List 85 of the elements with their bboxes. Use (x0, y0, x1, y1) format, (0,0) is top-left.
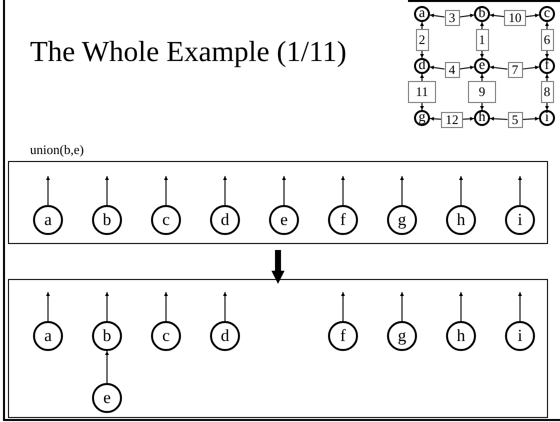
arrow (420, 74, 424, 82)
arrow (459, 292, 463, 322)
arrow (489, 116, 508, 121)
arrow (480, 74, 484, 82)
arrow (518, 292, 522, 322)
arrow (459, 14, 475, 18)
arrow (518, 176, 522, 206)
operation-label: union(b,e) (30, 142, 84, 158)
arrow (522, 116, 540, 121)
weight-box: 12 (441, 112, 463, 128)
arrow (400, 176, 404, 206)
weight-box: 1 (476, 29, 488, 51)
arrow (105, 292, 109, 322)
arrow (164, 292, 168, 322)
arrow (105, 350, 109, 384)
node-circle: f (328, 321, 358, 351)
array-panel (8, 279, 548, 418)
weight-box: 8 (540, 81, 554, 103)
node-circle: b (474, 6, 490, 22)
node-circle: a (33, 205, 63, 235)
arrow (522, 66, 540, 70)
weight-box: 11 (408, 81, 436, 103)
arrow (46, 292, 50, 322)
arrow (545, 74, 549, 82)
arrow (526, 14, 540, 18)
node-circle: d (414, 58, 430, 74)
node-circle: a (33, 321, 63, 351)
arrow (400, 292, 404, 322)
arrow (429, 14, 445, 18)
node-circle: a (414, 6, 430, 22)
arrow (480, 50, 484, 58)
node-circle: d (210, 321, 240, 351)
weight-box: 9 (468, 81, 496, 103)
arrow (341, 176, 345, 206)
weight-box: 2 (416, 29, 428, 51)
node-circle: i (505, 205, 535, 235)
arrow (459, 176, 463, 206)
arrow (489, 65, 508, 70)
weight-box: 10 (504, 10, 526, 26)
node-circle: g (414, 110, 430, 126)
arrow (462, 116, 475, 121)
slide-title: The Whole Example (1/11) (30, 36, 346, 69)
arrow (429, 116, 442, 121)
weight-box: 5 (508, 112, 522, 128)
arrow (459, 66, 475, 70)
weight-box: 7 (508, 62, 522, 78)
node-circle: h (474, 110, 490, 126)
node-circle: g (387, 205, 417, 235)
arrow (420, 22, 424, 30)
arrow (545, 22, 549, 30)
arrow (545, 102, 549, 110)
node-circle: h (446, 321, 476, 351)
arrow (282, 176, 286, 206)
node-circle: c (151, 321, 181, 351)
arrow (489, 13, 504, 18)
weight-box: 3 (444, 10, 460, 26)
node-circle: e (92, 383, 122, 413)
arrow (223, 176, 227, 206)
node-circle: e (269, 205, 299, 235)
node-circle: b (92, 205, 122, 235)
node-circle: i (505, 321, 535, 351)
block-arrow (271, 250, 285, 284)
arrow (480, 102, 484, 110)
arrow (164, 176, 168, 206)
arrow (46, 176, 50, 206)
node-circle: f (328, 205, 358, 235)
node-circle: c (151, 205, 181, 235)
array-panel (8, 161, 548, 244)
weight-box: 6 (540, 29, 554, 51)
arrow (545, 50, 549, 58)
node-circle: h (446, 205, 476, 235)
node-circle: b (92, 321, 122, 351)
arrow (420, 50, 424, 58)
arrow (341, 292, 345, 322)
arrow (223, 292, 227, 322)
arrow (105, 176, 109, 206)
arrow (420, 102, 424, 110)
node-circle: d (210, 205, 240, 235)
arrow (429, 66, 445, 70)
arrow (480, 22, 484, 30)
weight-box: 4 (444, 62, 460, 78)
node-circle: e (474, 58, 490, 74)
node-circle: i (539, 110, 555, 126)
node-circle: c (539, 6, 555, 22)
node-circle: g (387, 321, 417, 351)
